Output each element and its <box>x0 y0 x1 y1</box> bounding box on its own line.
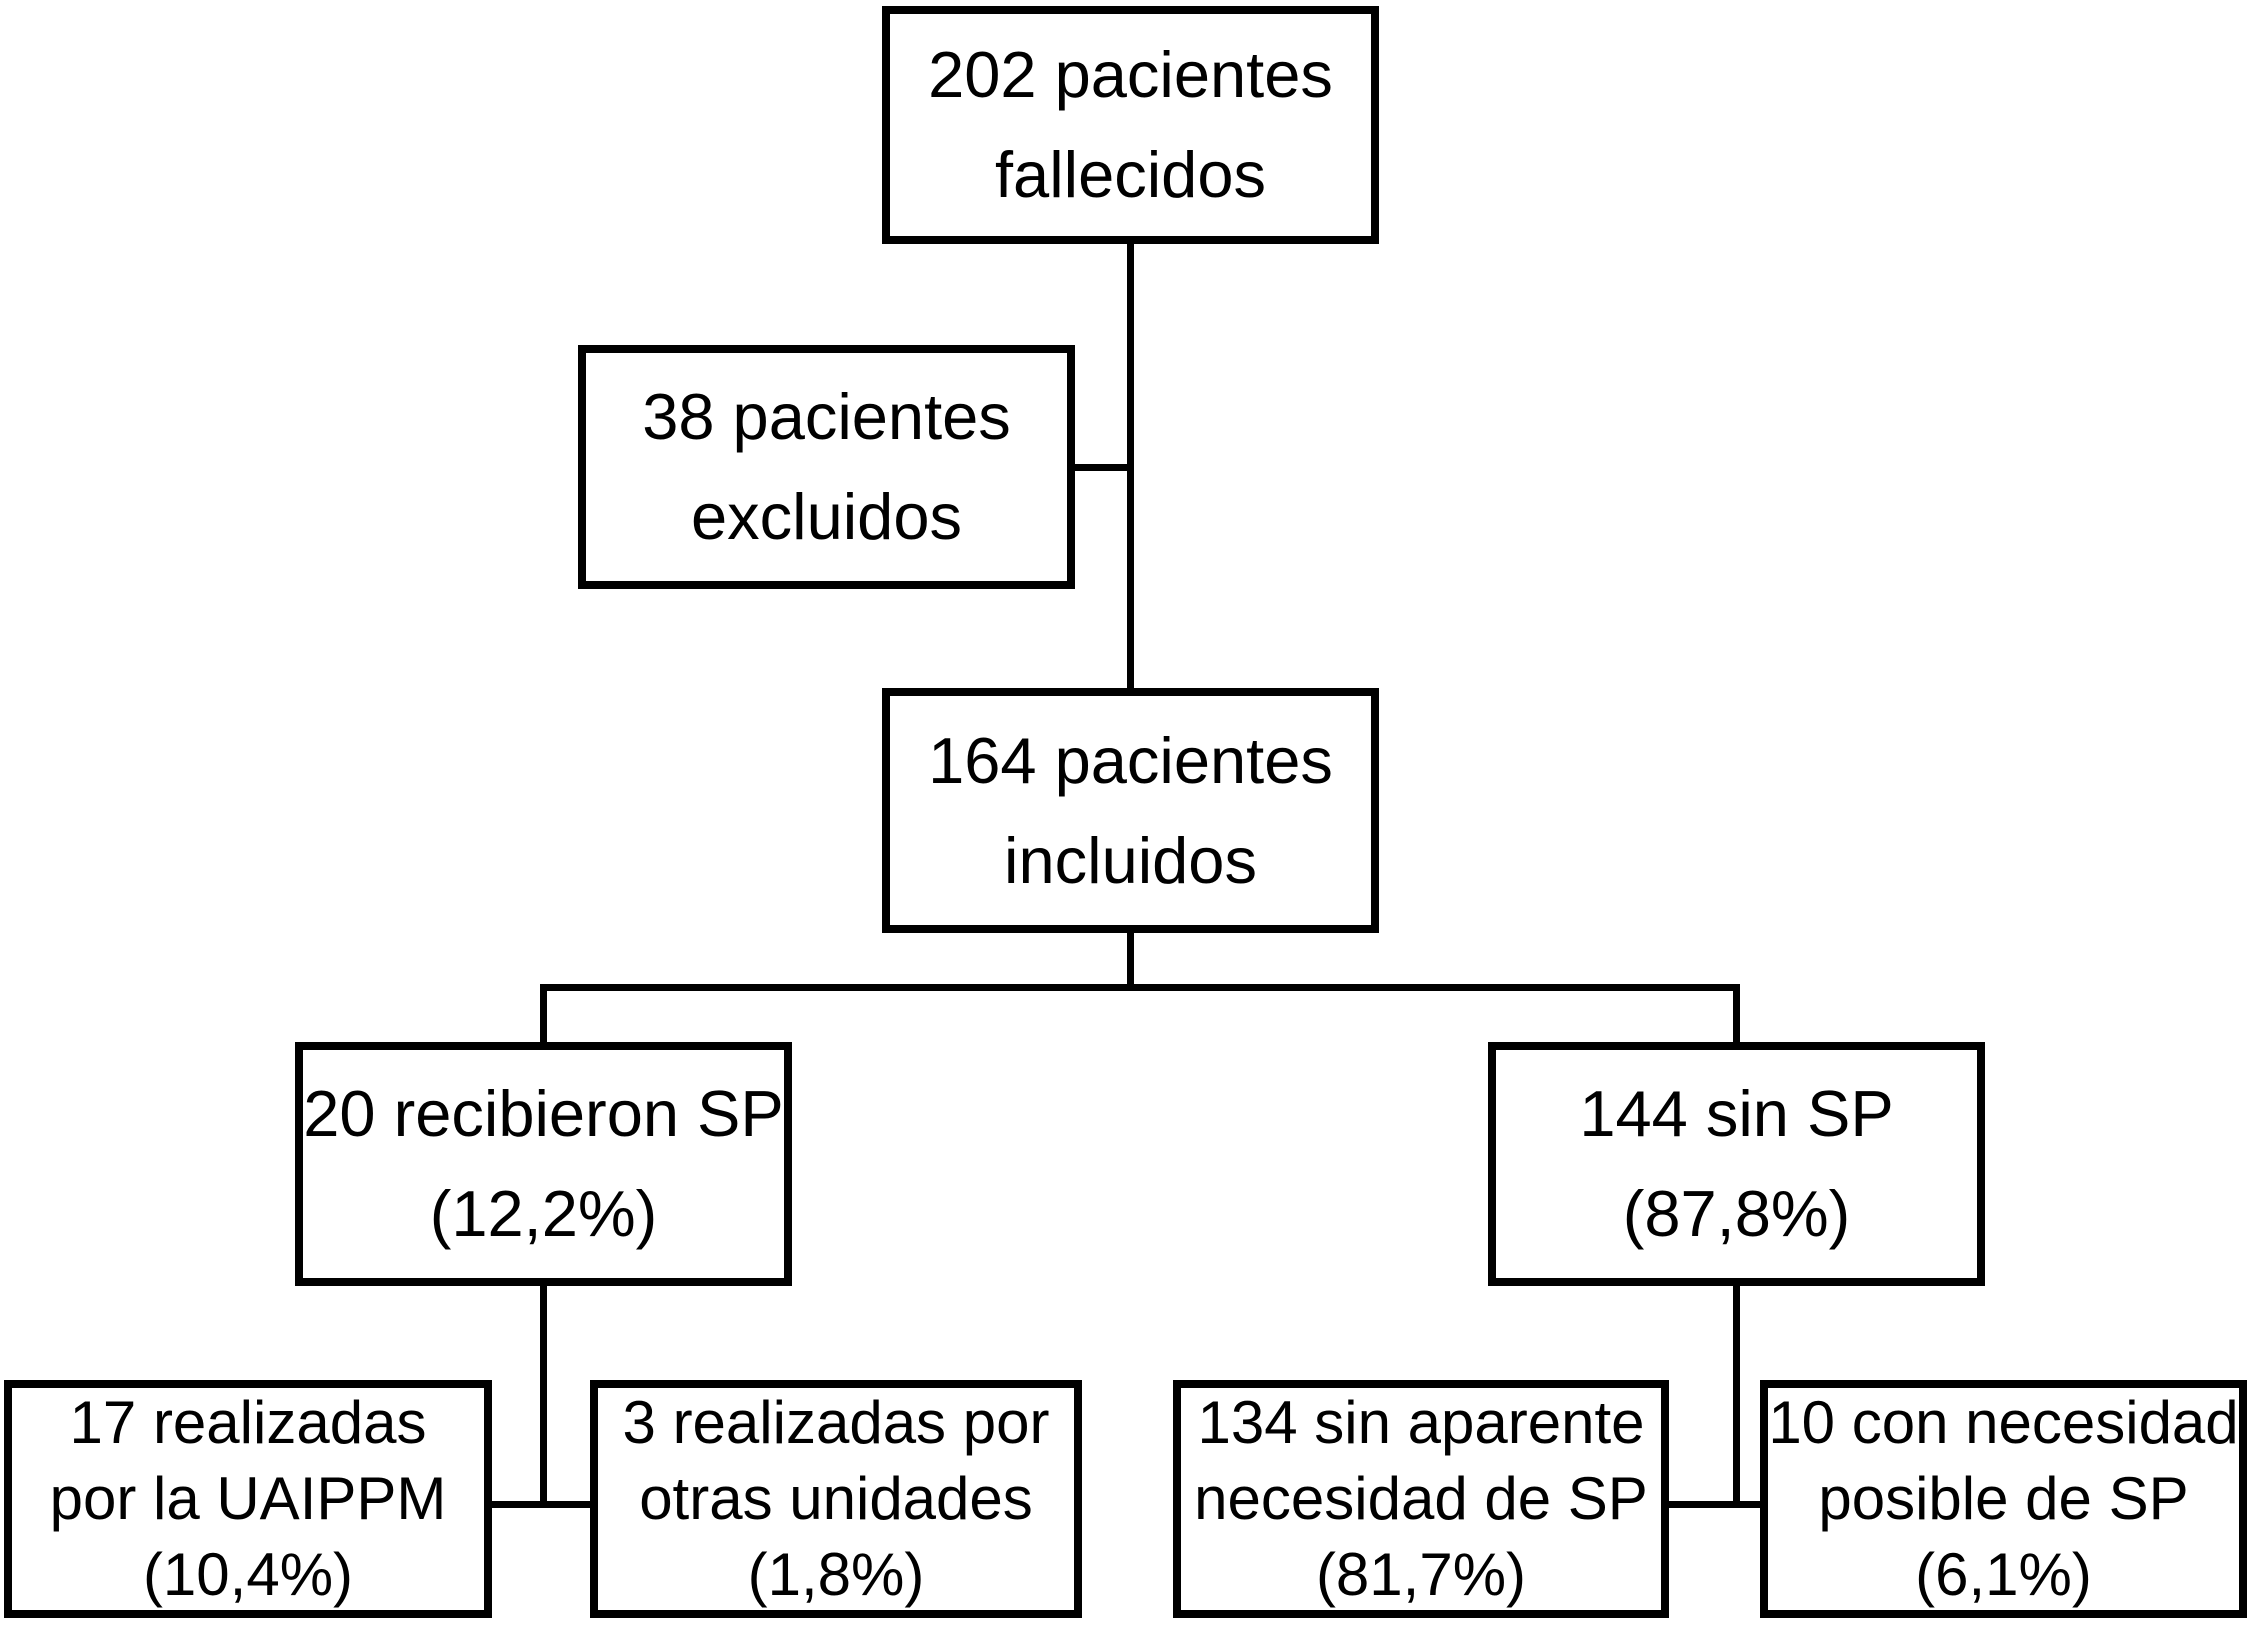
node-text-line: (6,1%) <box>1915 1541 2092 1608</box>
node-text-line: 134 sin aparente <box>1197 1389 1645 1456</box>
node-text-line: 202 pacientes <box>928 38 1333 111</box>
node-text-line: 20 recibieron SP <box>303 1077 784 1150</box>
node-text-line: 164 pacientes <box>928 723 1333 797</box>
connector-split-left-drop <box>540 984 547 1042</box>
node-text-line: 3 realizadas por <box>622 1389 1050 1456</box>
connector-nosp-to-bottom-pair <box>1733 1286 1740 1508</box>
node-text-line: posible de SP <box>1818 1465 2189 1532</box>
flow-node-3-realizadas-otras-unidades: 3 realizadas por otras unidades (1,8%) <box>590 1380 1082 1618</box>
connector-included-to-split <box>1127 933 1134 988</box>
flow-node-17-realizadas-uaippm: 17 realizadas por la UAIPPM (10,4%) <box>4 1380 492 1618</box>
node-text-line: necesidad de SP <box>1194 1465 1648 1532</box>
node-text-line: 10 con necesidad <box>1768 1389 2239 1456</box>
node-text-line: 17 realizadas <box>69 1389 427 1456</box>
connector-bottom-right-pair <box>1669 1501 1760 1508</box>
node-text-line: otras unidades <box>639 1465 1033 1532</box>
node-text-line: excluidos <box>691 480 962 553</box>
node-text-line: incluidos <box>1004 823 1257 897</box>
node-text-line: 38 pacientes <box>642 380 1011 453</box>
flow-node-144-sin-sp: 144 sin SP (87,8%) <box>1488 1042 1985 1286</box>
flow-node-10-con-necesidad-posible: 10 con necesidad posible de SP (6,1%) <box>1760 1380 2247 1618</box>
node-text-line: (87,8%) <box>1622 1177 1851 1250</box>
node-text-line: (1,8%) <box>747 1541 925 1608</box>
node-text-line: 144 sin SP <box>1579 1077 1894 1150</box>
flow-node-134-sin-aparente-necesidad: 134 sin aparente necesidad de SP (81,7%) <box>1173 1380 1669 1618</box>
node-text-line: fallecidos <box>995 138 1266 211</box>
node-text-line: (10,4%) <box>142 1541 354 1608</box>
node-text-line: (81,7%) <box>1315 1541 1527 1608</box>
connector-split-right-drop <box>1733 984 1740 1042</box>
connector-bottom-left-pair <box>492 1501 590 1508</box>
node-text-line: por la UAIPPM <box>49 1465 447 1532</box>
flow-node-164-pacientes-incluidos: 164 pacientes incluidos <box>882 688 1379 933</box>
flow-node-202-pacientes-fallecidos: 202 pacientes fallecidos <box>882 6 1379 244</box>
node-text-line: (12,2%) <box>429 1177 658 1250</box>
flow-node-20-recibieron-sp: 20 recibieron SP (12,2%) <box>295 1042 792 1286</box>
connector-split-horizontal <box>540 984 1740 991</box>
connector-excluded-branch <box>1075 464 1134 471</box>
connector-sp-to-bottom-pair <box>540 1286 547 1508</box>
flow-node-38-pacientes-excluidos: 38 pacientes excluidos <box>578 345 1075 589</box>
